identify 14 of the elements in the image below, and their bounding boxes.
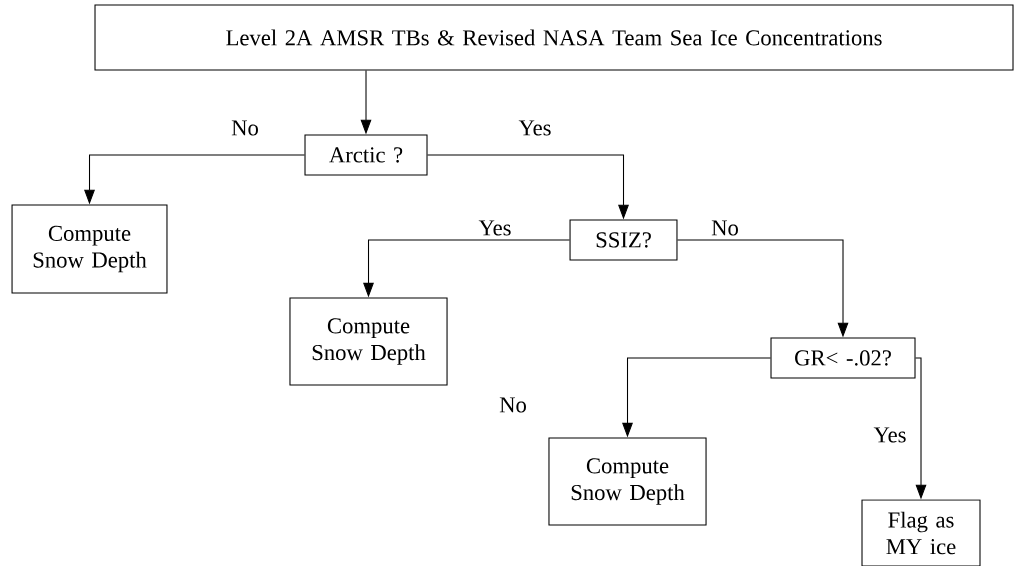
edge-label: Yes	[518, 120, 551, 136]
edge-label: No	[231, 120, 258, 136]
process-box: Compute Snow Depth	[11, 204, 168, 294]
decision-box: Arctic ?	[304, 134, 428, 176]
edge-label: Yes	[478, 220, 511, 236]
decision-box: GR< -.02?	[770, 337, 916, 379]
edge-label: Yes	[873, 427, 906, 443]
edge-label: No	[711, 220, 738, 236]
process-box: Compute Snow Depth	[548, 437, 707, 526]
edge-label: No	[499, 397, 526, 413]
process-box: Flag as MY ice	[861, 499, 981, 566]
process-box: Compute Snow Depth	[289, 297, 448, 386]
decision-box: SSIZ?	[569, 219, 678, 261]
input-box: Level 2A AMSR TBs & Revised NASA Team Sea Ice Concentrations	[94, 4, 1014, 71]
